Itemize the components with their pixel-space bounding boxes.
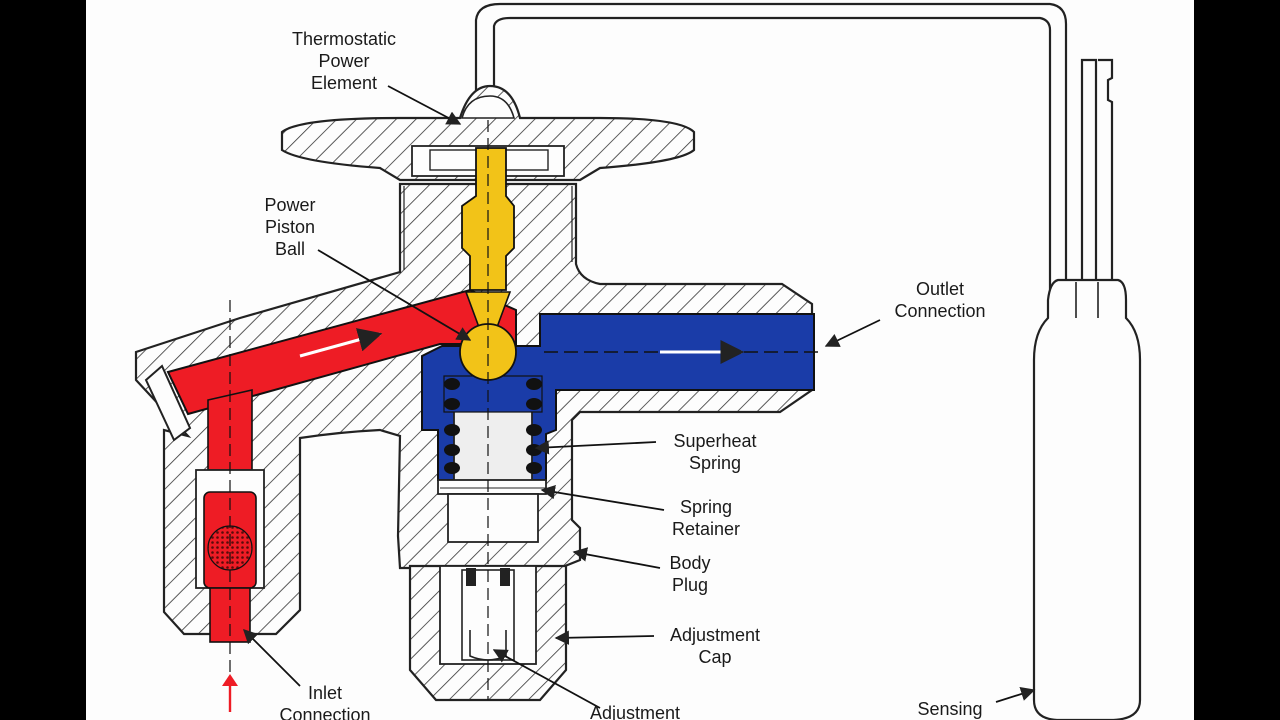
- label-outlet-connection: Outlet Connection: [894, 279, 986, 321]
- power-piston: [459, 120, 517, 700]
- superheat-spring: [443, 375, 543, 485]
- sensing-bulb: [1032, 278, 1142, 720]
- diagram-canvas: Thermostatic Power Element Power Piston …: [86, 0, 1194, 720]
- inlet-flow-arrow: [222, 674, 238, 712]
- expansion-valve-diagram: [134, 2, 1142, 720]
- inlet-passage: [166, 288, 517, 690]
- label-adjustment-cap: Adjustment Cap: [669, 625, 761, 667]
- inlet-fitting: [144, 364, 192, 442]
- label-spring-retainer: Spring Retainer: [671, 497, 741, 539]
- label-body-plug: Body Plug: [669, 553, 711, 595]
- label-power-piston-ball: Power Piston Ball: [264, 195, 316, 259]
- label-superheat-spring: Superheat Spring: [673, 431, 757, 473]
- label-inlet-connection: Inlet Connection: [279, 683, 371, 720]
- leader-lines: [242, 85, 1036, 709]
- spring-retainer: [437, 479, 547, 543]
- capillary-tube: [474, 2, 1114, 290]
- label-sensing: Sensing: [917, 699, 983, 719]
- label-adjustment: Adjustment: [589, 703, 681, 720]
- label-thermostatic-power-element: Thermostatic Power Element: [291, 29, 397, 93]
